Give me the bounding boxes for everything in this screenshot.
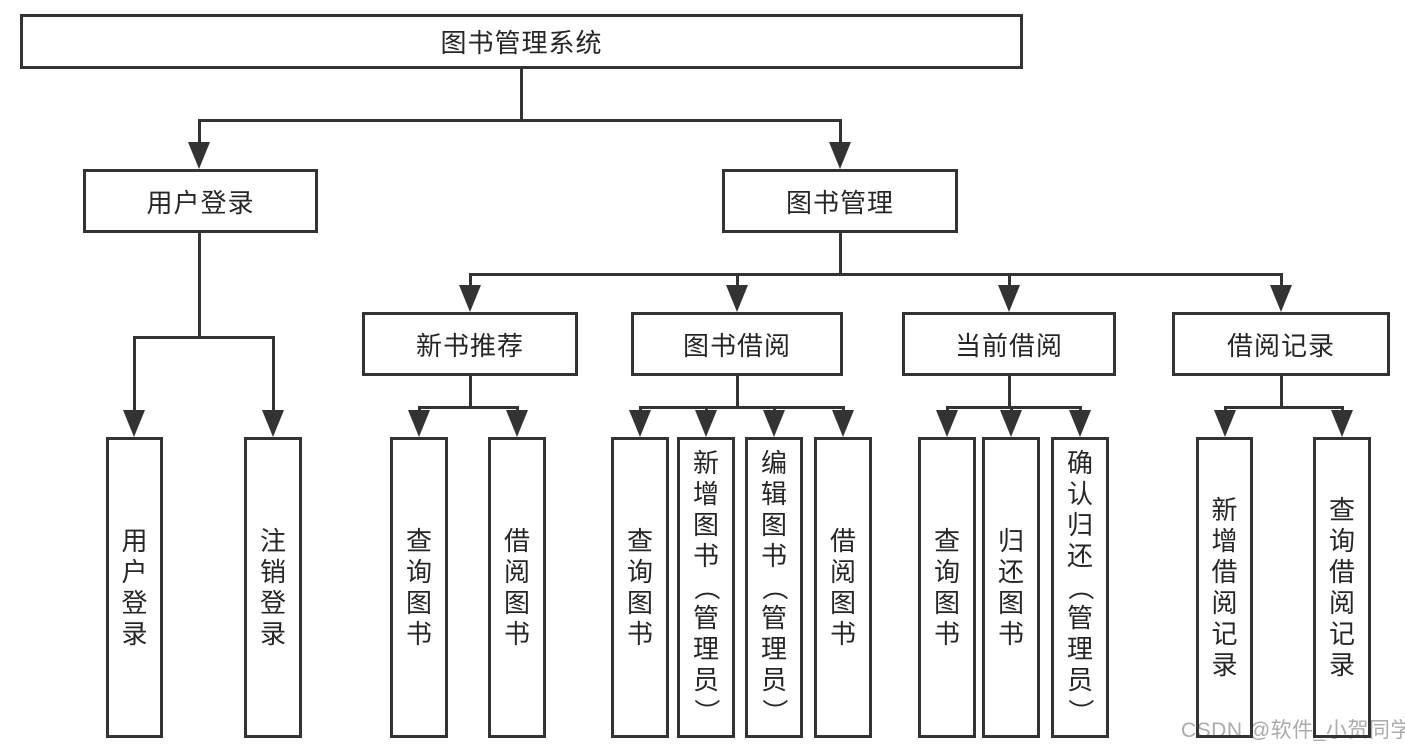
edge-line (418, 406, 421, 412)
arrowhead-icon (1270, 285, 1292, 312)
edge-line (773, 406, 776, 412)
node-borrow-records: 借阅记录 (1172, 312, 1390, 376)
leaf-query-borrow-record: 查询借阅记录 (1313, 437, 1371, 738)
arrowhead-icon (936, 410, 958, 437)
edge-line (947, 406, 1081, 409)
leaf-borrow-books: 借阅图书 (814, 437, 872, 738)
edge-line (705, 406, 708, 412)
arrowhead-icon (998, 285, 1020, 312)
edge-line (736, 273, 739, 286)
leaf-borrow-books-recommend: 借阅图书 (488, 437, 546, 738)
arrowhead-icon (459, 285, 481, 312)
edge-line (133, 336, 274, 339)
edge-line (198, 119, 201, 143)
arrowhead-icon (1069, 410, 1091, 437)
edge-line (842, 406, 845, 412)
node-current-borrow: 当前借阅 (902, 312, 1116, 376)
edge-line (1008, 376, 1011, 406)
arrowhead-icon (832, 410, 854, 437)
leaf-confirm-return-admin: 确认归还（管理员） (1051, 437, 1109, 738)
leaf-query-books-borrow: 查询图书 (611, 437, 669, 738)
node-label: 当前借阅 (954, 330, 1063, 361)
leaf-add-borrow-record: 新增借阅记录 (1196, 437, 1253, 738)
arrowhead-icon (1214, 410, 1236, 437)
arrowhead-icon (123, 410, 145, 437)
arrowhead-icon (763, 410, 785, 437)
leaf-user-login: 用户登录 (106, 437, 163, 738)
arrowhead-icon (829, 142, 851, 169)
edge-line (1224, 406, 1227, 412)
edge-line (839, 119, 842, 143)
node-new-book-recommend: 新书推荐 (362, 312, 578, 376)
arrowhead-icon (262, 410, 284, 437)
edge-line (946, 406, 949, 412)
leaf-add-book-admin: 新增图书（管理员） (677, 437, 735, 738)
edge-line (639, 406, 642, 412)
edge-line (198, 233, 201, 336)
leaf-query-books-recommend: 查询图书 (390, 437, 448, 738)
edge-line (1280, 376, 1283, 406)
edge-line (1010, 406, 1013, 412)
edge-line (1225, 406, 1343, 409)
node-label: 用户登录 (146, 187, 255, 218)
node-book-management: 图书管理 (722, 169, 958, 233)
edge-line (470, 273, 1282, 276)
edge-line (839, 233, 842, 273)
node-label: 新书推荐 (415, 330, 524, 361)
edge-line (419, 406, 519, 409)
edge-line (1079, 406, 1082, 412)
leaf-query-books-current: 查询图书 (918, 437, 976, 738)
edge-line (640, 406, 844, 409)
edge-line (469, 273, 472, 286)
arrowhead-icon (695, 410, 717, 437)
arrowhead-icon (1331, 410, 1353, 437)
node-library-system: 图书管理系统 (20, 14, 1023, 69)
arrowhead-icon (506, 410, 528, 437)
edge-line (133, 336, 136, 411)
arrowhead-icon (188, 142, 210, 169)
edge-line (469, 376, 472, 406)
arrowhead-icon (629, 410, 651, 437)
arrowhead-icon (1000, 410, 1022, 437)
arrowhead-icon (408, 410, 430, 437)
leaf-return-books: 归还图书 (982, 437, 1040, 738)
edge-line (1341, 406, 1344, 412)
leaf-logout: 注销登录 (244, 437, 302, 738)
edge-line (1008, 273, 1011, 286)
edge-line (272, 336, 275, 411)
node-book-borrow: 图书借阅 (631, 312, 843, 376)
arrowhead-icon (726, 285, 748, 312)
node-label: 图书管理 (785, 187, 894, 218)
node-label: 借阅记录 (1226, 330, 1335, 361)
edge-line (736, 376, 739, 406)
node-label: 图书管理系统 (440, 28, 603, 58)
leaf-edit-book-admin: 编辑图书（管理员） (745, 437, 803, 738)
edge-line (516, 406, 519, 412)
node-user-login: 用户登录 (83, 169, 318, 233)
edge-line (1280, 273, 1283, 286)
edge-line (520, 69, 523, 119)
edge-line (198, 119, 842, 122)
node-label: 图书借阅 (682, 330, 791, 361)
